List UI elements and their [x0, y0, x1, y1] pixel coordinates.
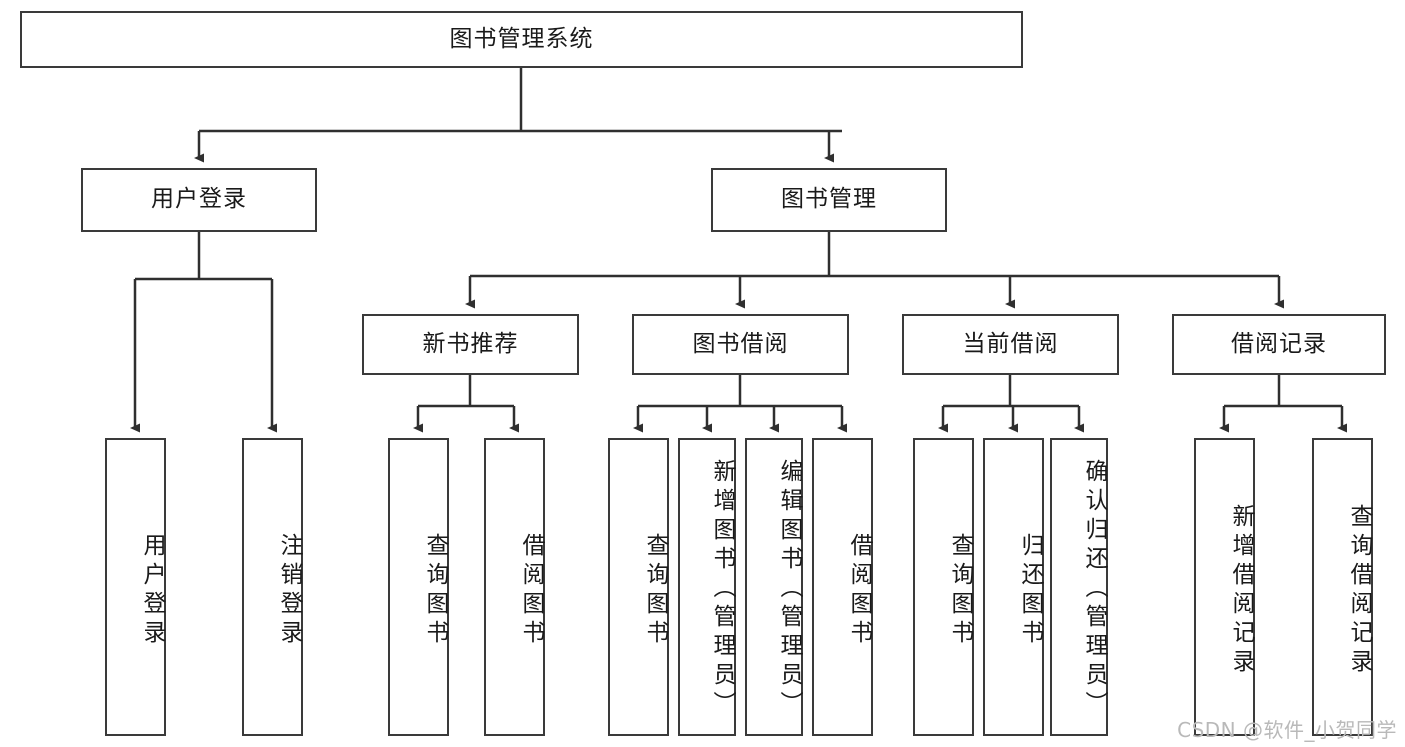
node-user-login[interactable]: 用户登录: [81, 168, 317, 232]
node-leaf-logout[interactable]: 注销登录: [242, 438, 303, 736]
node-leaf-query-borrow-record-label: 查询借阅记录: [1346, 504, 1372, 678]
node-borrow-records-label: 借阅记录: [1231, 330, 1327, 357]
node-leaf-return-books[interactable]: 归还图书: [983, 438, 1044, 736]
node-book-borrow-label: 图书借阅: [692, 330, 789, 357]
node-leaf-add-borrow-record-label: 新增借阅记录: [1228, 504, 1254, 678]
node-leaf-edit-book-admin-label: 编辑图书（管理员）: [776, 458, 802, 720]
node-leaf-query-books-current-label: 查询图书: [947, 533, 973, 649]
node-new-book-recommend-label: 新书推荐: [422, 330, 519, 357]
node-leaf-query-books-borrow[interactable]: 查询图书: [608, 438, 669, 736]
node-root[interactable]: 图书管理系统: [20, 11, 1023, 68]
node-user-login-label: 用户登录: [151, 186, 247, 213]
node-leaf-edit-book-admin[interactable]: 编辑图书（管理员）: [745, 438, 803, 736]
node-book-management-label: 图书管理: [781, 186, 877, 213]
node-current-borrow-label: 当前借阅: [962, 330, 1059, 357]
node-new-book-recommend[interactable]: 新书推荐: [362, 314, 579, 375]
node-current-borrow[interactable]: 当前借阅: [902, 314, 1119, 375]
node-book-borrow[interactable]: 图书借阅: [632, 314, 849, 375]
node-leaf-add-book-admin[interactable]: 新增图书（管理员）: [678, 438, 736, 736]
node-leaf-borrow-books-recommend[interactable]: 借阅图书: [484, 438, 545, 736]
node-leaf-borrow-books-borrow-label: 借阅图书: [846, 533, 872, 649]
csdn-watermark: CSDN @软件_小贺同学: [1177, 718, 1397, 742]
node-leaf-user-login-label: 用户登录: [139, 533, 165, 649]
node-leaf-query-borrow-record[interactable]: 查询借阅记录: [1312, 438, 1373, 736]
node-leaf-query-books-recommend[interactable]: 查询图书: [388, 438, 449, 736]
node-leaf-query-books-recommend-label: 查询图书: [422, 533, 448, 649]
node-leaf-add-borrow-record[interactable]: 新增借阅记录: [1194, 438, 1255, 736]
node-leaf-logout-label: 注销登录: [276, 533, 302, 649]
node-leaf-query-books-current[interactable]: 查询图书: [913, 438, 974, 736]
node-leaf-confirm-return-admin-label: 确认归还（管理员）: [1081, 458, 1107, 720]
node-leaf-return-books-label: 归还图书: [1017, 533, 1043, 649]
node-leaf-borrow-books-recommend-label: 借阅图书: [518, 533, 544, 649]
node-borrow-records[interactable]: 借阅记录: [1172, 314, 1386, 375]
node-leaf-borrow-books-borrow[interactable]: 借阅图书: [812, 438, 873, 736]
node-leaf-user-login[interactable]: 用户登录: [105, 438, 166, 736]
node-book-management[interactable]: 图书管理: [711, 168, 947, 232]
node-leaf-add-book-admin-label: 新增图书（管理员）: [709, 458, 735, 720]
node-root-label: 图书管理系统: [449, 25, 594, 52]
node-leaf-confirm-return-admin[interactable]: 确认归还（管理员）: [1050, 438, 1108, 736]
node-leaf-query-books-borrow-label: 查询图书: [642, 533, 668, 649]
